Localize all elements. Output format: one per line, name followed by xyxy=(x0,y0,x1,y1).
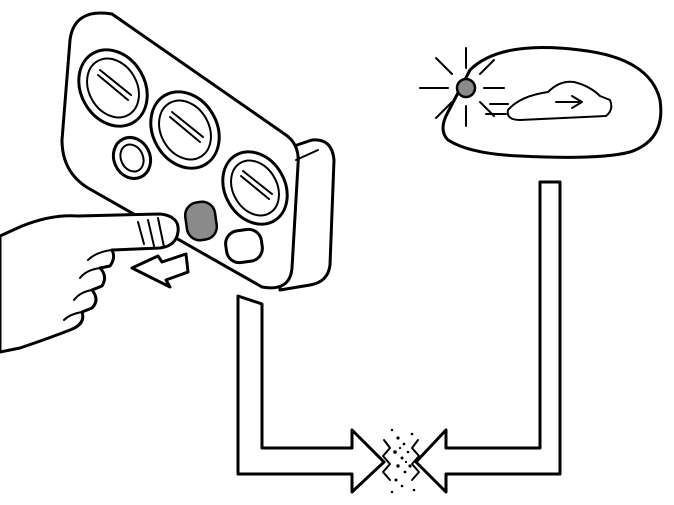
wire-right xyxy=(414,180,562,494)
broken-connection-icon xyxy=(390,428,416,494)
control-panel-icon xyxy=(60,11,336,292)
knob-middle[interactable] xyxy=(137,79,232,180)
indicator-lamp-icon xyxy=(455,77,477,99)
break-edge-left xyxy=(382,439,391,481)
knuckle-lines xyxy=(63,249,113,321)
finger-creases xyxy=(137,217,165,248)
break-edge-right xyxy=(411,439,420,481)
wire-left xyxy=(236,294,386,494)
signal-connection xyxy=(236,180,562,494)
knob-left[interactable] xyxy=(65,37,160,138)
indicator-panel xyxy=(419,46,663,159)
pressed-button[interactable] xyxy=(183,200,219,242)
indicator-bubble xyxy=(441,46,663,159)
press-arrow-icon xyxy=(130,252,190,289)
pointing-hand-icon xyxy=(0,212,180,354)
car-icon xyxy=(485,80,613,121)
control-panel-edge xyxy=(295,149,319,161)
round-button[interactable] xyxy=(107,131,157,184)
knob-right[interactable] xyxy=(210,140,300,236)
white-button[interactable] xyxy=(224,227,264,265)
